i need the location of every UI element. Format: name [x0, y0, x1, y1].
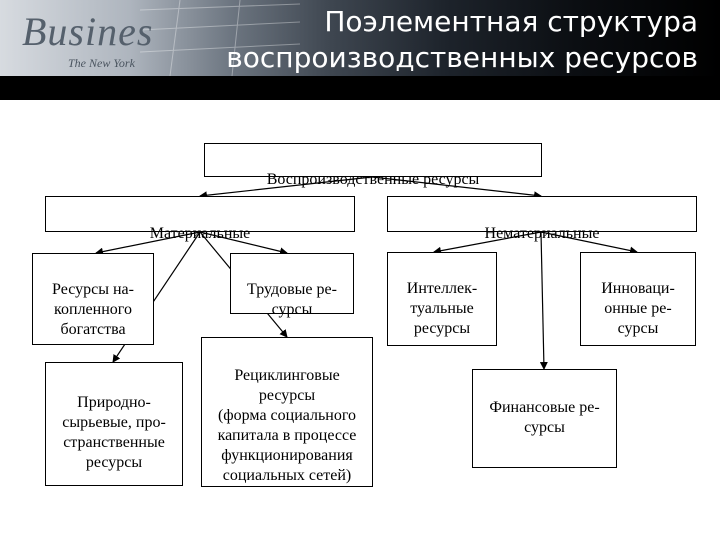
node-root: Воспроизводственные ресурсы: [204, 143, 542, 188]
node-financial: Финансовые ре- сурсы: [472, 369, 617, 468]
node-innovation: Инноваци- онные ре- сурсы: [580, 252, 696, 346]
node-labor: Трудовые ре- сурсы: [230, 253, 354, 318]
arrow-nonmaterial-intellectual: [433, 231, 542, 255]
node-innovation-label: Инноваци- онные ре- сурсы: [601, 280, 675, 337]
arrow-root-nonmaterial: [371, 176, 542, 200]
arrow-material-labor: [199, 231, 288, 256]
node-natural-label: Природно- сырьевые, про- странственные р…: [62, 394, 166, 471]
logo-text: Busines: [22, 9, 154, 54]
node-intellectual-label: Интеллек- туальные ресурсы: [406, 280, 478, 337]
node-nonmaterial-label: Нематериальные: [484, 225, 600, 242]
node-accumulated: Ресурсы на- копленного богатства: [32, 253, 154, 345]
node-material: Материальные: [45, 196, 355, 242]
arrow-nonmaterial-innovation: [540, 231, 638, 255]
slide-title-text: Поэлементная структура воспроизводственн…: [226, 5, 698, 74]
slide-title: Поэлементная структура воспроизводственн…: [138, 4, 698, 76]
node-recycling-label: Рециклинговые ресурсы (форма социального…: [217, 367, 357, 484]
node-nonmaterial: Нематериальные: [387, 196, 697, 242]
node-intellectual: Интеллек- туальные ресурсы: [387, 252, 497, 346]
node-material-label: Материальные: [149, 225, 251, 242]
header-decoration: [140, 0, 300, 76]
node-financial-label: Финансовые ре- сурсы: [489, 399, 600, 436]
node-recycling: Рециклинговые ресурсы (форма социального…: [201, 337, 373, 487]
node-labor-label: Трудовые ре- сурсы: [247, 281, 337, 318]
header-photo: Busines The New York: [0, 0, 720, 76]
node-natural: Природно- сырьевые, про- странственные р…: [45, 362, 183, 486]
arrow-material-accumulated: [95, 231, 201, 256]
node-accumulated-label: Ресурсы на- копленного богатства: [52, 281, 134, 338]
arrow-nonmaterial-financial: [539, 231, 548, 370]
arrow-root-material: [199, 176, 373, 200]
node-root-label: Воспроизводственные ресурсы: [266, 171, 480, 188]
logo-subtitle: The New York: [68, 56, 135, 70]
slide-header: Busines The New York Поэлементная структ…: [0, 0, 720, 100]
